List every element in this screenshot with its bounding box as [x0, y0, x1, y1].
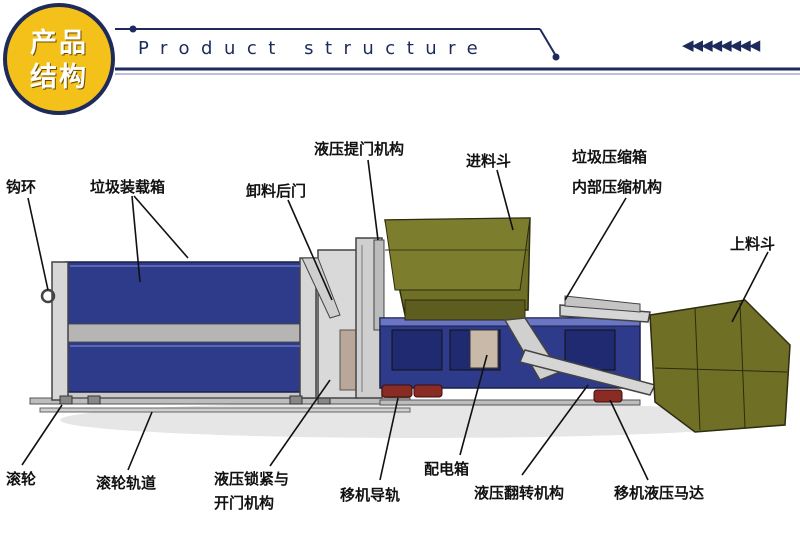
- label-rear-door: 卸料后门: [246, 182, 307, 200]
- label-shift-rail: 移机导轨: [340, 486, 401, 504]
- loading-hopper: [649, 299, 791, 433]
- banner-title: Product structure: [138, 38, 490, 59]
- hydraulic-motors: [381, 384, 623, 403]
- label-flip-mechanism: 液压翻转机构: [474, 484, 565, 502]
- flip-arm: [503, 295, 657, 396]
- label-distribution-box: 配电箱: [424, 460, 470, 478]
- lift-column: [373, 239, 385, 331]
- label-roller-track: 滚轮轨道: [96, 474, 157, 492]
- header-badge: 产品 结构: [3, 3, 115, 115]
- distribution-box-panel: [469, 329, 499, 369]
- label-loading-hopper: 上料斗: [730, 235, 776, 253]
- leader-lines: [21, 159, 769, 481]
- label-hook-ring: 钩环: [6, 178, 37, 196]
- label-roller: 滚轮: [6, 470, 37, 488]
- garbage-container: [51, 257, 317, 401]
- feed-hopper: [384, 217, 531, 321]
- label-shift-motor: 移机液压马达: [614, 484, 705, 502]
- badge-line-2: 结构: [30, 62, 88, 93]
- chevron-arrows-icon: ◀◀◀◀◀◀◀◀: [682, 36, 760, 54]
- label-lock-line2: 开门机构: [214, 494, 275, 512]
- label-container: 垃圾装载箱: [90, 178, 166, 196]
- header-banner-lines: [115, 25, 800, 75]
- badge-line-1: 产品: [30, 28, 88, 59]
- label-compress-box-line2: 内部压缩机构: [572, 178, 663, 196]
- label-lock-line1: 液压锁紧与: [214, 470, 290, 488]
- label-hydraulic-lift-door: 液压提门机构: [314, 140, 405, 158]
- rear-door-frame: [301, 237, 383, 399]
- label-compress-box-line1: 垃圾压缩箱: [572, 148, 648, 166]
- label-feed-hopper: 进料斗: [466, 152, 512, 170]
